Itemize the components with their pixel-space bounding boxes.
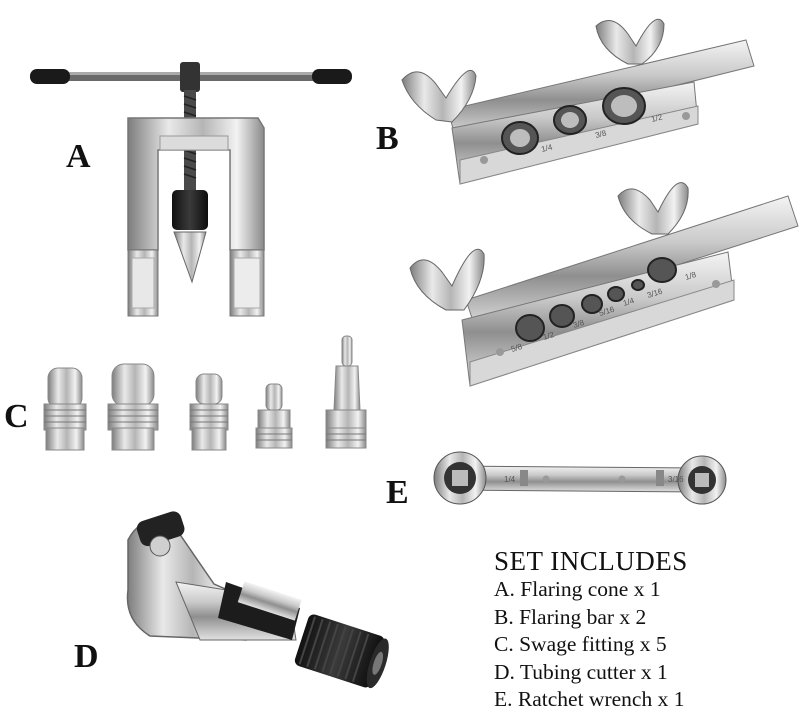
swage-fitting-1: [43, 367, 87, 451]
flaring-cone-yoke: [30, 62, 352, 317]
list-item: D. Tubing cutter x 1: [494, 659, 668, 684]
flaring-bar-top: [401, 18, 755, 185]
swage-fitting-4: [255, 383, 293, 449]
ratchet-wrench: [433, 451, 727, 505]
flaring-bar-bottom: [409, 182, 799, 387]
label-e: E: [386, 474, 409, 511]
swage-fitting-2: [107, 363, 159, 451]
list-item: E. Ratchet wrench x 1: [494, 687, 685, 711]
set-includes-list: SET INCLUDES A. Flaring cone x 1 B. Flar…: [494, 546, 688, 714]
label-a: A: [66, 138, 91, 175]
swage-fitting-3: [189, 373, 229, 451]
label-d: D: [74, 638, 99, 675]
list-item: C. Swage fitting x 5: [494, 632, 667, 656]
label-c: C: [4, 398, 29, 435]
list-item: B. Flaring bar x 2: [494, 604, 647, 629]
label-b: B: [376, 120, 399, 157]
list-item: A. Flaring cone x 1: [494, 577, 661, 601]
swage-fittings: [43, 335, 367, 451]
swage-fitting-5: [325, 335, 367, 449]
tubing-cutter: [126, 511, 389, 689]
set-includes-title: SET INCLUDES: [494, 546, 688, 576]
